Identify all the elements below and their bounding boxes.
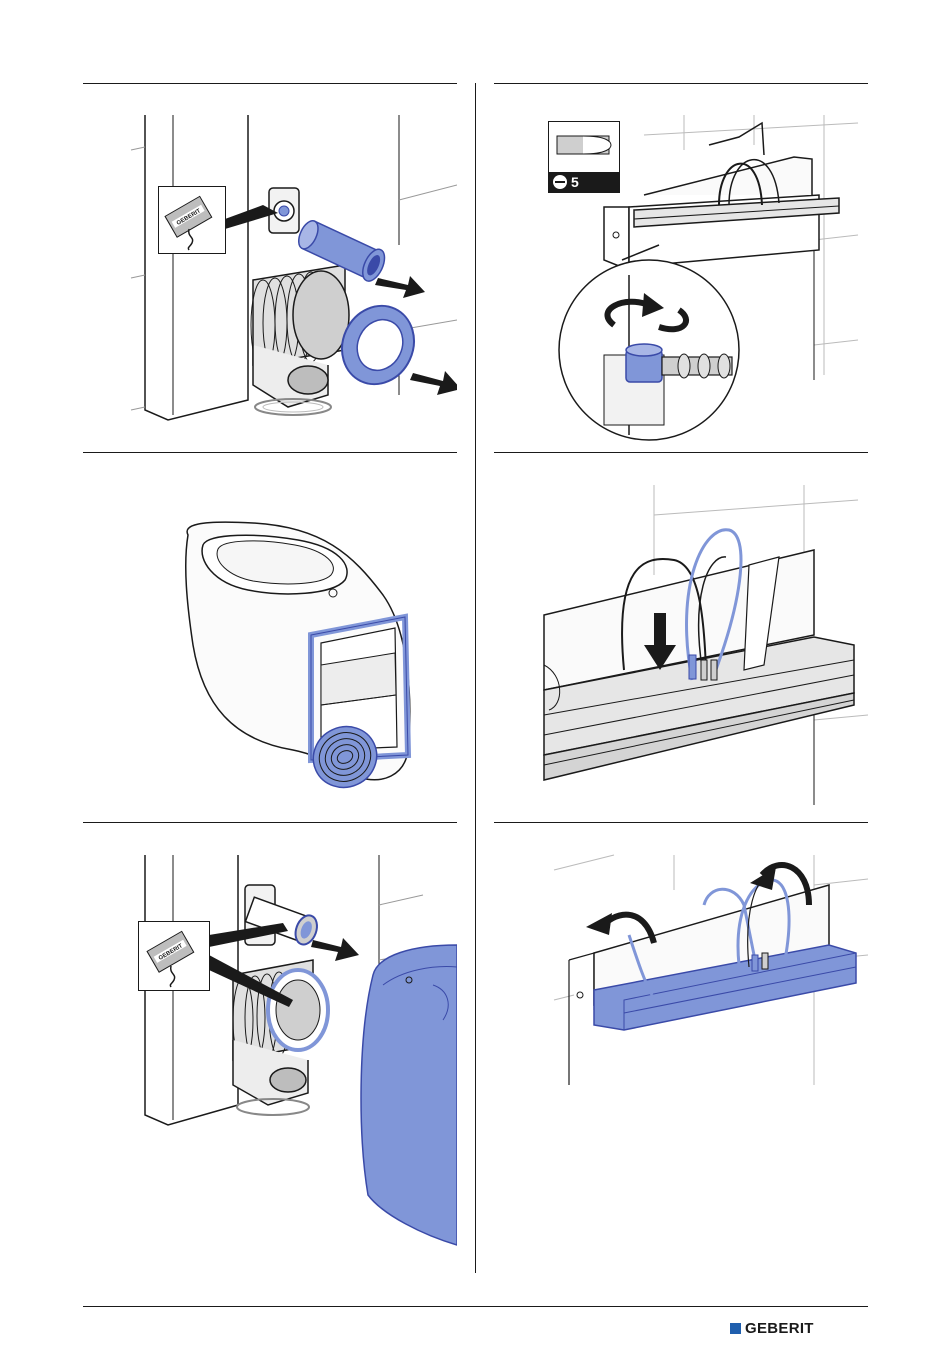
row-divider-middle-left [83,452,457,453]
logo-square-icon [730,1323,741,1334]
lubricant-label-icon: GEBERIT [158,186,226,254]
step-panel-mount-pan: GEBERIT [83,835,457,1255]
logo-text: GEBERIT [745,1320,814,1337]
step-panel-connector-insert: GEBERIT [83,95,457,445]
column-divider [475,83,476,1273]
tool-size-label: 5 [571,174,579,190]
row-divider-bottom-left [83,822,457,823]
row-divider-top-left [83,83,457,84]
tool-size-bar: 5 [549,172,619,192]
slot-screw-icon [553,175,567,189]
connector-insert-illustration [83,95,457,445]
flat-screwdriver-badge: 5 [548,121,620,193]
step-panel-valve-adjust: 5 [494,95,868,445]
row-divider-top-right [494,83,868,84]
row-divider-bottom-right [494,822,868,823]
mount-pan-illustration [83,835,457,1255]
footer-rule [83,1306,868,1307]
step-panel-plug-connector [494,465,868,815]
step-panel-pan-seal [83,465,457,815]
row-divider-middle-right [494,452,868,453]
step-panel-close-tray [494,835,868,1095]
lubricant-label-icon: GEBERIT [138,921,210,991]
geberit-logo: GEBERIT [730,1320,814,1336]
plug-connector-illustration [494,465,868,815]
pan-seal-illustration [83,465,457,815]
flat-screwdriver-icon [549,122,619,172]
close-tray-illustration [494,835,868,1095]
